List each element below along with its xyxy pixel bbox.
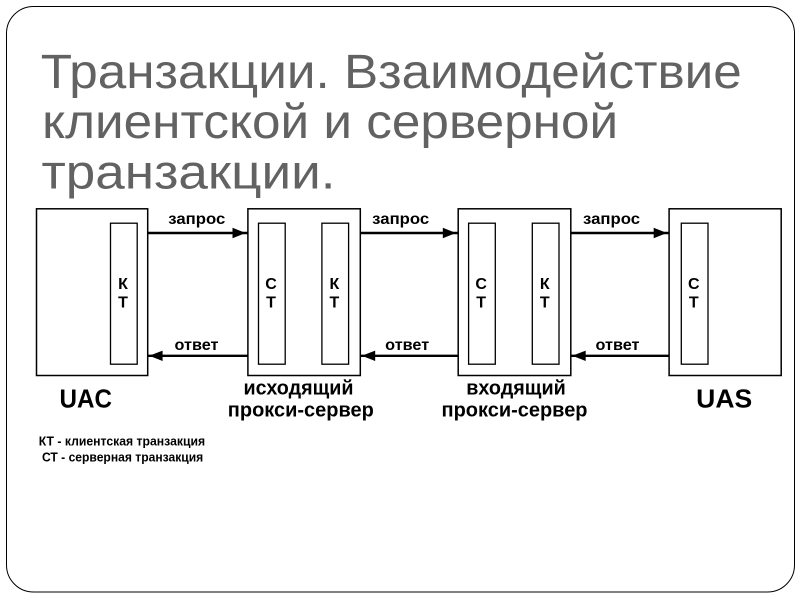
- svg-text:прокси-сервер: прокси-сервер: [228, 399, 374, 421]
- svg-text:С: С: [475, 276, 487, 293]
- svg-text:UAC: UAC: [60, 383, 113, 413]
- svg-text:входящий: входящий: [466, 377, 566, 399]
- svg-text:КТ - клиентская транзакция: КТ - клиентская транзакция: [39, 433, 205, 448]
- svg-text:Т: Т: [689, 295, 699, 312]
- svg-text:К: К: [540, 276, 550, 293]
- svg-text:исходящий: исходящий: [244, 377, 354, 399]
- svg-text:Т: Т: [266, 295, 276, 312]
- svg-text:Т: Т: [118, 295, 128, 312]
- svg-text:запрос: запрос: [168, 211, 225, 228]
- svg-text:прокси-сервер: прокси-сервер: [442, 399, 588, 421]
- svg-text:Т: Т: [330, 295, 340, 312]
- svg-text:ответ: ответ: [385, 337, 429, 354]
- svg-text:клиентской и серверной: клиентской и серверной: [42, 96, 618, 149]
- svg-text:С: С: [265, 276, 277, 293]
- svg-text:К: К: [118, 276, 128, 293]
- svg-text:Т: Т: [476, 295, 486, 312]
- svg-text:Т: Т: [540, 295, 550, 312]
- svg-text:К: К: [330, 276, 340, 293]
- svg-text:С: С: [688, 276, 700, 293]
- svg-text:запрос: запрос: [372, 211, 429, 228]
- svg-text:ответ: ответ: [596, 337, 640, 354]
- svg-text:транзакции.: транзакции.: [42, 146, 336, 199]
- svg-text:Транзакции. Взаимодействие: Транзакции. Взаимодействие: [41, 46, 742, 99]
- svg-text:запрос: запрос: [583, 211, 640, 228]
- svg-text:СТ - серверная транзакция: СТ - серверная транзакция: [42, 449, 203, 464]
- svg-text:UAS: UAS: [696, 384, 752, 414]
- svg-text:ответ: ответ: [175, 337, 219, 354]
